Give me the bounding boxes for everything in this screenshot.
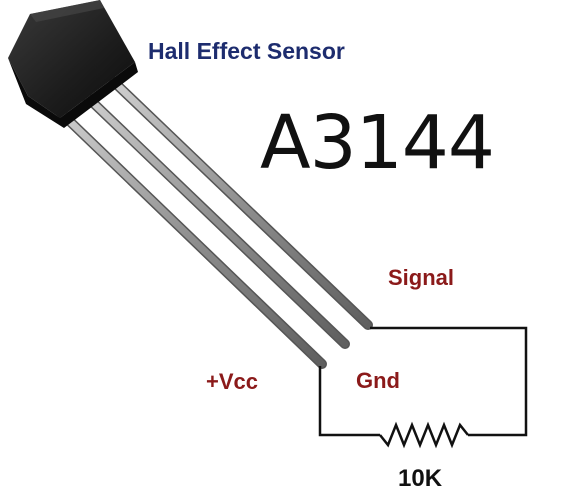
resistor-label: 10K <box>398 465 443 492</box>
sensor-leads <box>53 77 373 369</box>
pin-label-signal: Signal <box>388 265 455 290</box>
signal-wire <box>370 326 528 437</box>
sensor-body <box>8 0 138 128</box>
diagram-title: Hall Effect Sensor <box>148 38 345 64</box>
resistor-symbol <box>379 421 469 449</box>
circuit-wiring <box>318 326 528 449</box>
vcc-wire <box>318 366 380 437</box>
part-number: A3144 <box>260 100 495 186</box>
pin-label-vcc: +Vcc <box>206 369 258 394</box>
pin-label-gnd: Gnd <box>356 368 400 393</box>
